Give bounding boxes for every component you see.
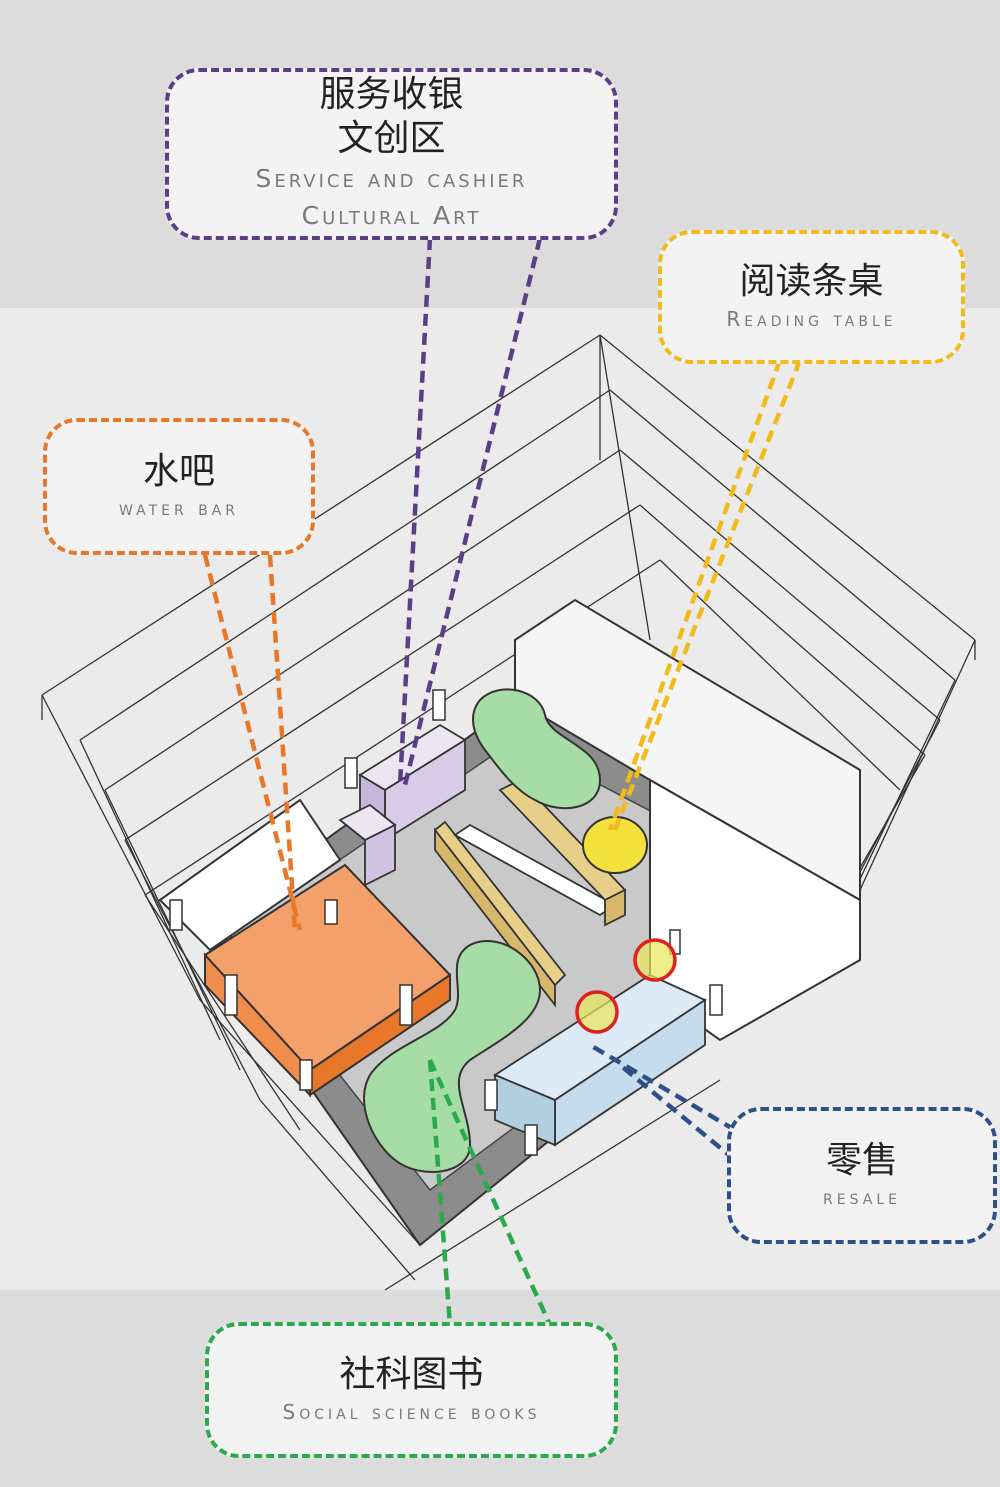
service-label-en-2: Cultural Art [301, 201, 482, 231]
service-leader [397, 237, 543, 786]
service-label-en-1: Service and cashier [255, 163, 528, 193]
callout-social-science: 社科图书 Social science books [205, 1322, 618, 1458]
water-label-zh: 水吧 [142, 450, 215, 492]
water-leader [202, 554, 303, 931]
reading-leader [607, 359, 803, 831]
callout-reading-table: 阅读条桌 Reading table [658, 230, 965, 364]
water-label-en: water bar [119, 496, 239, 521]
social-science-blob [363, 940, 542, 1173]
left-wall-volume [158, 798, 342, 952]
social-label-zh: 社科图书 [339, 1354, 484, 1396]
book-blob-top [472, 688, 602, 810]
resale-label-zh: 零售 [825, 1139, 898, 1181]
callout-water-bar: 水吧 water bar [43, 418, 315, 555]
resale-leader [588, 1043, 737, 1162]
social-leader [427, 1059, 553, 1326]
service-label-zh-1: 服务收银 [319, 74, 464, 116]
reading-label-zh: 阅读条桌 [739, 261, 884, 303]
marker-circle-1 [633, 938, 677, 982]
callout-resale: 零售 resale [727, 1107, 997, 1244]
social-label-en: Social science books [282, 1399, 541, 1424]
reading-label-en: Reading table [726, 306, 897, 331]
callout-service-cashier: 服务收银 文创区 Service and cashier Cultural Ar… [165, 68, 618, 240]
resale-label-en: resale [823, 1185, 901, 1210]
service-label-zh-2: 文创区 [337, 117, 446, 159]
marker-circle-2 [575, 990, 619, 1034]
wire-grid [41, 334, 976, 1291]
columns [169, 689, 723, 1156]
